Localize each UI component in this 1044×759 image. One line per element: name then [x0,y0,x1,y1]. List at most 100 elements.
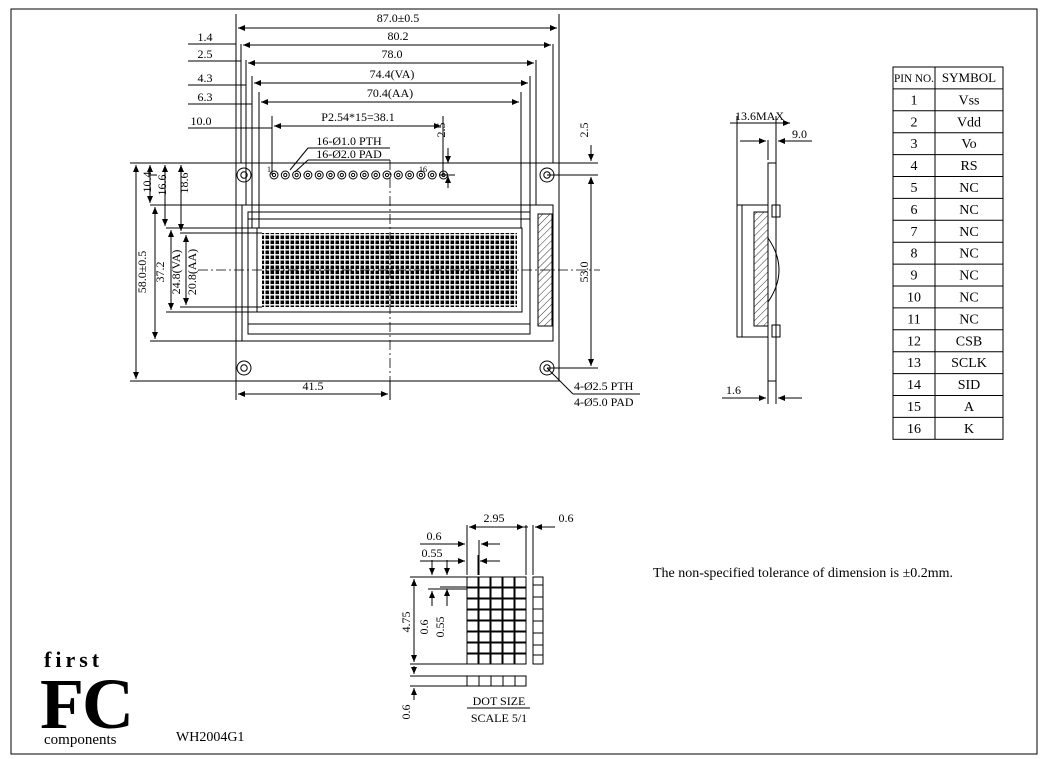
dot-cell [478,598,491,610]
pin-pad [292,170,302,180]
logo-first: first [44,647,103,672]
offset-2-5: 2.5 [198,47,213,61]
tolerance-note: The non-specified tolerance of dimension… [653,566,953,581]
dot-detail [410,524,555,709]
dot-cell [478,653,491,665]
pcb-outline [235,162,560,382]
dot-cell [478,587,491,599]
dim-pcb-hole-span: 80.2 [388,29,409,43]
pin-pad [359,170,369,180]
dim-active-area-width: 70.4(AA) [367,86,413,100]
dim-overall-height: 58.0±0.5 [135,251,149,294]
dot-cell [502,587,515,599]
dot-cell [478,642,491,654]
company-logo: first FC components [40,647,134,748]
pin-pads [269,170,448,180]
pin-number: 9 [911,269,918,284]
dim-hole-vertical-span: 53.0 [577,262,591,283]
dot-cell [502,620,515,632]
dot-dim-4-75: 4.75 [399,612,413,633]
pin-number: 11 [907,312,920,327]
dot-cell [514,642,527,654]
dim-pin-pitch: P2.54*15=38.1 [321,110,394,124]
logo-components: components [44,732,117,748]
offset-4-3: 4.3 [198,71,213,85]
pin-symbol: Vss [958,93,979,108]
lcd-frame [241,204,554,342]
dot-dim-0-55: 0.55 [422,546,443,560]
pin-symbol: SID [958,378,981,393]
dot-cell [490,642,503,654]
dot-cell [466,642,479,654]
pin-symbol: SCLK [951,356,987,371]
dot-cursor-row [466,675,527,687]
dot-cell [490,609,503,621]
hole-pad-label: 4-Ø5.0 PAD [574,395,634,409]
pin-pad [405,170,415,180]
pin-number: 10 [907,291,921,306]
pin-1-label: 1 [267,165,271,174]
pin-hole [305,172,310,178]
dot-cell [514,620,527,632]
pin-hole [339,172,344,178]
side-pcb [767,162,777,382]
dot-cell [502,653,515,665]
dot-cell [466,609,479,621]
pin-pad [337,170,347,180]
hole-pth-label: 4-Ø2.5 PTH [574,379,634,393]
pin-hole [328,172,333,178]
pin-hole [430,172,435,178]
offset-10-0: 10.0 [191,114,212,128]
dot-cell [466,631,479,643]
dim-10-4: 10.4 [140,172,154,193]
pin-pad [326,170,335,180]
pin-pad [314,170,324,180]
dim-viewing-area-width: 74.4(VA) [370,67,415,81]
dot-cell [490,587,503,599]
dim-41-5: 41.5 [303,379,324,393]
dot-cell [502,598,515,610]
pin-symbol: NC [959,312,978,327]
dot-dim-2-95: 2.95 [484,511,505,525]
dot-cell [490,631,503,643]
dot-cell [478,609,491,621]
dot-cell [514,631,527,643]
pin-pad-label: 16-Ø2.0 PAD [316,147,382,161]
pin-hole [418,172,423,178]
dot-cell [478,620,491,632]
character-matrix [262,233,517,307]
pin-symbol: NC [959,291,978,306]
dot-cell [502,631,515,643]
dot-cell [490,653,503,665]
pin-symbol: NC [959,269,978,284]
side-view [722,116,812,404]
dot-cell [490,576,503,588]
dot-cell [502,642,515,654]
dot-cell [466,653,479,665]
dot-size-caption: DOT SIZE [473,694,526,708]
dot-cell [514,609,527,621]
dot-dim-0-55-vert: 0.55 [433,617,447,638]
pin-hole [396,172,401,178]
pin-pad [303,170,313,180]
dim-13-6-max: 13.6MAX [735,109,784,123]
pin-pth-label: 16-Ø1.0 PTH [316,134,382,148]
pin-number: 1 [911,93,918,108]
pin-hole [317,172,322,178]
pin-number: 4 [911,159,918,174]
dim-active-area-height: 20.8(AA) [185,249,199,295]
dim-lcd-height: 37.2 [153,262,167,283]
pin-table-header-symbol: SYMBOL [942,70,996,85]
pin-symbol: NC [959,181,978,196]
pin-pad [382,170,392,180]
pin-number: 2 [911,115,918,130]
offset-1-4: 1.4 [198,30,213,44]
dot-cell [502,609,515,621]
dim-pin-2-5: 2.5 [434,123,448,138]
pin-pad [348,170,358,180]
pin-symbol: K [964,422,974,437]
dot-cell [502,576,515,588]
pin-hole [283,172,288,178]
